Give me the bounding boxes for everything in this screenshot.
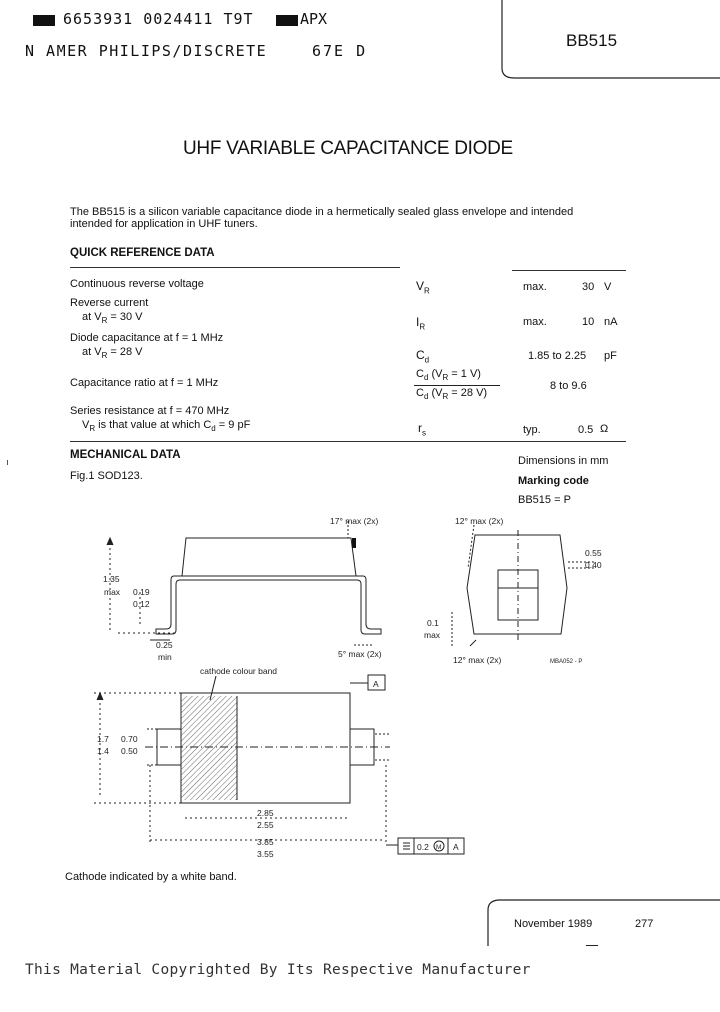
dim-height-max: max (104, 587, 121, 597)
qr-value: 30 (582, 281, 595, 293)
footer-tick (586, 945, 598, 946)
end-view-outline (466, 534, 568, 635)
qr-param: Diode capacitance at f = 1 MHz (70, 332, 224, 344)
dim-side-055: 0.55 (585, 548, 602, 558)
qr-symbol: rs (418, 421, 426, 438)
dim-length-355: 3.55 (257, 849, 274, 859)
dim-width-070: 0.70 (121, 734, 138, 744)
qr-symbol: VR (416, 279, 430, 296)
mechanical-heading: MECHANICAL DATA (70, 449, 181, 461)
footer-corner-line (487, 899, 720, 946)
quick-reference-rule-right (512, 270, 626, 271)
page-title: UHF VARIABLE CAPACITANCE DIODE (183, 138, 513, 159)
tolerance-value: 0.2 (417, 842, 429, 852)
side-reference-code: MBA052 - P (550, 659, 582, 665)
marking-code-value: BB515 = P (518, 494, 571, 506)
header-block-mark-right (276, 15, 298, 26)
marking-code-heading: Marking code (518, 475, 589, 487)
dim-lead-012: 0.12 (133, 599, 150, 609)
qr-condition: VR is that value at which Cd = 9 pF (82, 419, 251, 434)
figure-caption: Fig.1 SOD123. (70, 470, 143, 482)
qr-param: Capacitance ratio at f = 1 MHz (70, 377, 219, 389)
footer-date: November 1989 (514, 918, 593, 930)
dim-side-040: 0.40 (585, 560, 602, 570)
dim-width-050: 0.50 (121, 746, 138, 756)
dimensions-note: Dimensions in mm (518, 455, 609, 467)
datum-a-label: A (373, 679, 379, 689)
package-drawing: 17° max (2x) 1.35 max 0.19 0.12 0.25 min… (94, 516, 602, 859)
dim-width-17: 1.7 (97, 734, 109, 744)
copyright-notice: This Material Copyrighted By Its Respect… (25, 962, 531, 978)
qr-symbol: Cd (416, 348, 430, 365)
qr-value: 8 to 9.6 (550, 380, 587, 392)
qr-unit: V (604, 281, 612, 293)
qr-qualifier: max. (523, 316, 547, 328)
footer-page-number: 277 (635, 918, 654, 930)
qr-condition: at VR = 28 V (82, 346, 143, 361)
qr-param: Reverse current (70, 297, 149, 309)
header-company-code: 67E D (312, 42, 368, 60)
qr-symbol: IR (416, 315, 426, 332)
header-code-suffix: APX (300, 10, 328, 28)
quick-reference-rule-bottom (70, 441, 626, 442)
intro-line-2: intended for application in UHF tuners. (70, 218, 258, 230)
dim-width-14: 1.4 (97, 746, 109, 756)
tolerance-modifier: M (436, 844, 441, 851)
dim-top-angle: 17° max (2x) (330, 516, 378, 526)
dim-bottom-angle: 5° max (2x) (338, 649, 382, 659)
qr-unit: nA (604, 316, 618, 328)
qr-param: Series resistance at f = 470 MHz (70, 405, 230, 417)
qr-unit: pF (604, 350, 617, 362)
qr-ratio-numerator: Cd (VR = 1 V) (416, 368, 481, 383)
qr-param: Continuous reverse voltage (70, 278, 204, 290)
quick-reference-rule-left (70, 267, 400, 268)
header-company: N AMER PHILIPS/DISCRETE (25, 42, 268, 60)
qr-qualifier: max. (523, 281, 547, 293)
qr-condition: at VR = 30 V (82, 311, 143, 326)
intro-line-1: The BB515 is a silicon variable capacita… (70, 206, 574, 218)
dim-side-angle-top: 12° max (2x) (455, 516, 503, 526)
header-block-mark-left (33, 15, 55, 26)
qr-value: 10 (582, 316, 595, 328)
quick-reference-heading: QUICK REFERENCE DATA (70, 247, 215, 259)
qr-ratio-line (414, 385, 500, 386)
cathode-band-label: cathode colour band (200, 666, 277, 676)
dim-height-135: 1.35 (103, 574, 120, 584)
dim-lead-min: min (158, 652, 172, 662)
qr-ratio-denominator: Cd (VR = 28 V) (416, 387, 488, 402)
header-part-number: BB515 (566, 31, 618, 50)
dim-length-255: 2.55 (257, 820, 274, 830)
cathode-note: Cathode indicated by a white band. (65, 871, 237, 883)
qr-value: 1.85 to 2.25 (528, 350, 587, 362)
dim-side-max: max (424, 630, 441, 640)
qr-qualifier: typ. (523, 424, 541, 436)
qr-value: 0.5 (578, 424, 594, 436)
tolerance-datum: A (453, 842, 459, 852)
dim-length-385: 3.85 (257, 837, 274, 847)
dim-lead-025: 0.25 (156, 640, 173, 650)
qr-unit: Ω (600, 423, 609, 435)
dim-lead-019: 0.19 (133, 587, 150, 597)
margin-tick (7, 460, 8, 465)
side-view-outline (155, 537, 382, 635)
dim-length-285: 2.85 (257, 808, 274, 818)
header-code-line: 6653931 0024411 T9T (63, 10, 254, 28)
header-corner-line (501, 0, 720, 79)
dim-side-angle-bottom: 12° max (2x) (453, 655, 501, 665)
dim-side-01: 0.1 (427, 618, 439, 628)
